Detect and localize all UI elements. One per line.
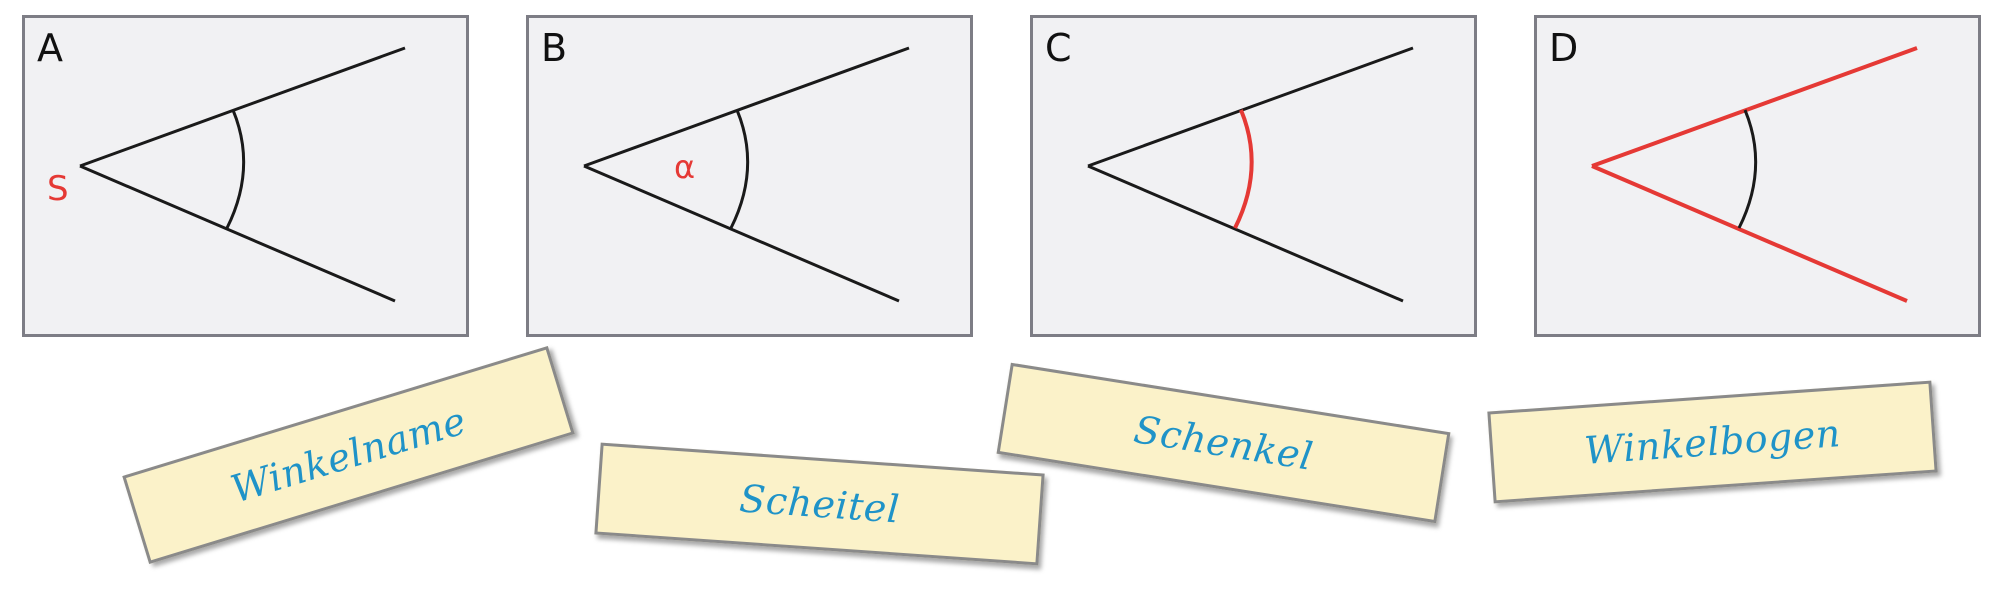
panel-letter: D	[1549, 26, 1579, 70]
angle-diagram: α	[583, 46, 910, 303]
angle-diagram	[1591, 46, 1918, 303]
angle-arc-highlighted	[1233, 109, 1254, 229]
panel-c: C	[1030, 15, 1477, 337]
angle-arc	[729, 109, 750, 229]
leg-lower-highlighted	[1591, 164, 1908, 303]
panel-letter: A	[37, 26, 63, 70]
term-card-winkelname[interactable]: Winkelname	[122, 345, 575, 565]
vertex-label: S	[47, 169, 69, 209]
leg-upper	[79, 46, 406, 168]
panel-d: D	[1534, 15, 1981, 337]
term-card-winkelbogen[interactable]: Winkelbogen	[1487, 380, 1938, 504]
term-label: Winkelname	[225, 398, 472, 512]
term-card-scheitel[interactable]: Scheitel	[594, 442, 1045, 566]
leg-upper	[583, 46, 910, 168]
leg-lower	[1087, 164, 1404, 303]
angle-name-label: α	[674, 148, 695, 186]
term-label: Schenkel	[1130, 407, 1317, 479]
leg-lower	[583, 164, 900, 303]
angle-arc	[1737, 109, 1758, 229]
term-card-schenkel[interactable]: Schenkel	[996, 362, 1451, 524]
panel-b: B α	[526, 15, 973, 337]
angle-diagram: S	[47, 46, 406, 303]
leg-upper	[1087, 46, 1414, 168]
angle-diagram	[1087, 46, 1414, 303]
panel-letter: B	[541, 26, 568, 70]
term-label: Scheitel	[737, 476, 902, 532]
term-label: Winkelbogen	[1582, 411, 1843, 473]
angle-arc	[225, 109, 246, 229]
leg-upper-highlighted	[1591, 46, 1918, 168]
leg-lower	[79, 164, 396, 303]
panel-a: A S	[22, 15, 469, 337]
panel-letter: C	[1045, 26, 1072, 70]
